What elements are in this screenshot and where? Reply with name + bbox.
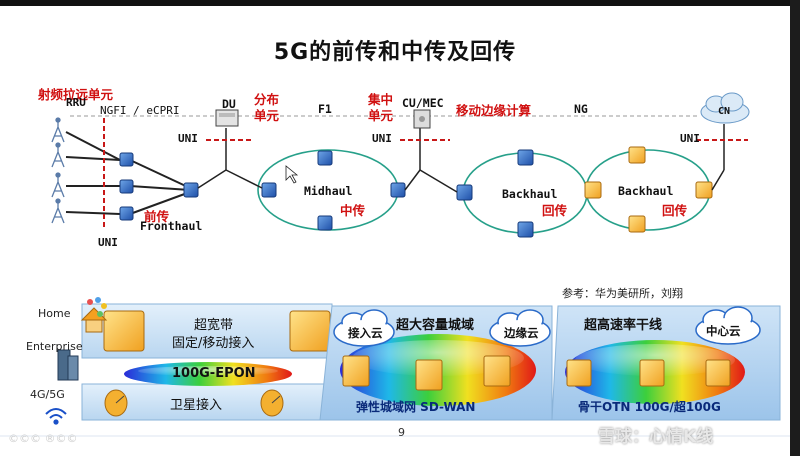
right-border — [790, 0, 800, 456]
center-cloud-shape — [695, 306, 761, 345]
enterprise-label: Enterprise — [26, 340, 83, 353]
wifi-icon — [45, 408, 67, 425]
rru-antennas — [51, 117, 65, 224]
ng-label: NG — [574, 102, 588, 116]
backbone-switch-icon — [705, 359, 731, 387]
cu-mec-device-icon — [413, 109, 431, 129]
uni-label-du: UNI — [178, 132, 198, 145]
rru-group-label: 射频拉远单元 — [38, 87, 114, 102]
home-label: Home — [38, 307, 71, 320]
switch-icon — [119, 152, 134, 167]
fronthaul-links — [65, 131, 191, 215]
enterprise-building-icon — [57, 349, 79, 381]
otn-label: 骨干OTN 100G/超100G — [578, 400, 721, 414]
rru-switches — [119, 152, 199, 221]
midhaul-cn-label: 中传 — [340, 203, 366, 218]
switch-icon — [628, 215, 646, 233]
backhaul-label-1: Backhaul — [502, 187, 558, 201]
access-switch-icon — [103, 310, 145, 352]
switch-icon — [119, 179, 134, 194]
metro-switch-icon — [483, 355, 511, 387]
backbone-switch-icon — [566, 359, 592, 387]
midhaul-nodes — [261, 150, 406, 231]
access-cloud-label: 接入云 — [348, 326, 383, 340]
fronthaul-label: Fronthaul — [140, 219, 203, 233]
colorful-dots-icon — [87, 297, 107, 317]
f1-label: F1 — [318, 102, 332, 116]
access-switch-icon — [289, 310, 331, 352]
backhaul-orange-nodes — [584, 146, 713, 233]
switch-icon — [628, 146, 646, 164]
cn-label: CN — [718, 106, 731, 117]
mouse-cursor-icon — [285, 165, 299, 184]
backhaul-cn-label-1: 回传 — [542, 203, 568, 218]
satellite-label: 卫星接入 — [170, 398, 223, 413]
rru-antenna-icon — [51, 142, 65, 168]
edge-cloud-label: 边缘云 — [504, 326, 539, 340]
metro-title: 超大容量城域 — [396, 318, 475, 333]
backbone-title: 超高速率干线 — [584, 318, 663, 333]
sdwan-label: 弹性城域网 SD-WAN — [356, 400, 476, 414]
broadband-sub-label: 固定/移动接入 — [172, 336, 255, 351]
du-label: DU — [222, 97, 236, 111]
broadband-label: 超宽带 — [194, 318, 234, 333]
rru-label: RRU — [66, 96, 86, 109]
du-note-label: 分布 单元 — [254, 92, 280, 123]
backhaul-label-2: Backhaul — [618, 184, 674, 198]
fronthaul-switch-icon — [183, 182, 199, 198]
rru-antenna-icon — [51, 117, 65, 143]
page-title: 5G的前传和中传及回传 — [273, 40, 517, 65]
satellite-dish-icon — [260, 389, 284, 417]
switch-icon — [517, 221, 534, 238]
mec-note-label: 移动边缘计算 — [456, 103, 532, 118]
switch-icon — [584, 181, 602, 199]
midhaul-label: Midhaul — [304, 184, 353, 198]
access-cloud-shape — [333, 309, 395, 347]
metro-switch-icon — [415, 359, 443, 391]
backhaul-cn-label-2: 回传 — [662, 203, 688, 218]
backhaul-blue-nodes — [456, 149, 534, 238]
switch-icon — [261, 182, 277, 198]
fronthaul-cn-label: 前传 — [144, 209, 170, 224]
edge-cloud-shape — [489, 309, 551, 347]
uni-label-cu: UNI — [372, 132, 392, 145]
cn-cloud-icon — [700, 92, 750, 124]
switch-icon — [119, 206, 134, 221]
center-cloud-label: 中心云 — [706, 324, 741, 338]
uni-label-cn: UNI — [680, 132, 700, 145]
backbone-switch-icon — [639, 359, 665, 387]
cu-mec-label: CU/MEC — [402, 96, 444, 110]
ngfi-label: NGFI / eCPRI — [100, 104, 180, 117]
switch-icon — [517, 149, 534, 166]
reference-note: 参考：华为美研所，刘翔 — [562, 287, 683, 300]
top-border — [0, 0, 800, 6]
rru-antenna-icon — [51, 198, 65, 224]
switch-icon — [456, 184, 473, 201]
cu-note-label: 集中 单元 — [368, 92, 394, 123]
4g5g-label: 4G/5G — [30, 388, 65, 401]
switch-icon — [695, 181, 713, 199]
metro-switch-icon — [342, 355, 370, 387]
bottom-left-mark: ©©© ®©© — [8, 432, 78, 445]
page-number: 9 — [398, 426, 405, 439]
switch-icon — [317, 215, 333, 231]
uni-label-rru: UNI — [98, 236, 118, 249]
satellite-dish-icon — [104, 389, 128, 417]
epon-label: 100G-EPON — [172, 366, 256, 381]
du-device-icon — [215, 109, 239, 127]
switch-icon — [317, 150, 333, 166]
switch-icon — [390, 182, 406, 198]
rru-antenna-icon — [51, 172, 65, 198]
watermark: 雪球：心情K线 — [598, 427, 714, 447]
